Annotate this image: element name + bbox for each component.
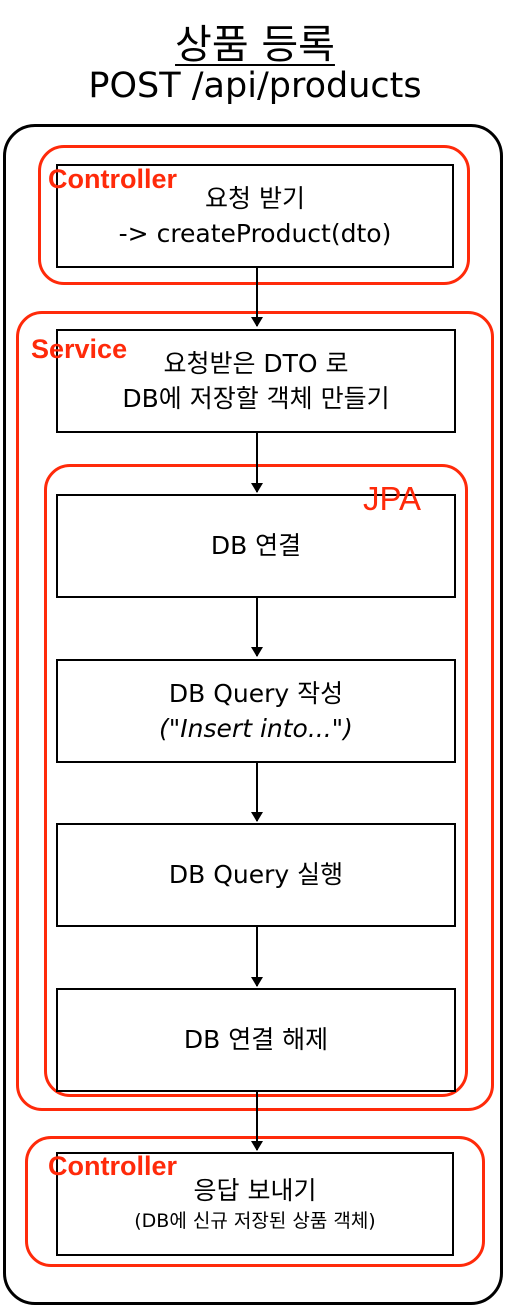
flow-container — [3, 124, 503, 1305]
step-connect-line1: DB 연결 — [210, 531, 302, 561]
layer-label-controller-top: Controller — [48, 164, 178, 194]
layer-label-jpa: JPA — [363, 480, 422, 517]
endpoint-label: POST /api/products — [88, 66, 422, 106]
step-receive-request: 요청 받기 -> createProduct(dto) — [56, 164, 454, 268]
step-query-line2: ("Insert into...") — [159, 714, 353, 743]
step-execute-query: DB Query 실행 — [56, 823, 456, 927]
step-send-response: 응답 보내기 (DB에 신규 저장된 상품 객체) — [56, 1152, 454, 1256]
step-build-line1: 요청받은 DTO 로 — [163, 348, 349, 378]
step-query-line1: DB Query 작성 — [168, 678, 344, 708]
step-write-query: DB Query 작성 ("Insert into...") — [56, 659, 456, 763]
controller-layer-bottom — [25, 1136, 485, 1267]
layer-label-controller-bottom: Controller — [48, 1151, 178, 1181]
step-build-entity: 요청받은 DTO 로 DB에 저장할 객체 만들기 — [56, 329, 456, 433]
controller-layer-top — [38, 145, 470, 285]
service-layer — [16, 311, 494, 1111]
step-receive-line2: -> createProduct(dto) — [118, 219, 392, 248]
diagram-title: 상품 등록 — [175, 22, 335, 68]
step-db-connect: DB 연결 — [56, 494, 456, 598]
step-disconnect-line1: DB 연결 해제 — [183, 1025, 329, 1055]
step-build-line2: DB에 저장할 객체 만들기 — [122, 384, 390, 413]
step-respond-line1: 응답 보내기 — [193, 1175, 317, 1205]
step-receive-line1: 요청 받기 — [205, 183, 305, 213]
step-respond-line2: (DB에 신규 저장된 상품 객체) — [134, 1210, 376, 1233]
step-execute-line1: DB Query 실행 — [168, 860, 344, 890]
layer-label-service: Service — [31, 334, 128, 364]
step-db-disconnect: DB 연결 해제 — [56, 988, 456, 1092]
